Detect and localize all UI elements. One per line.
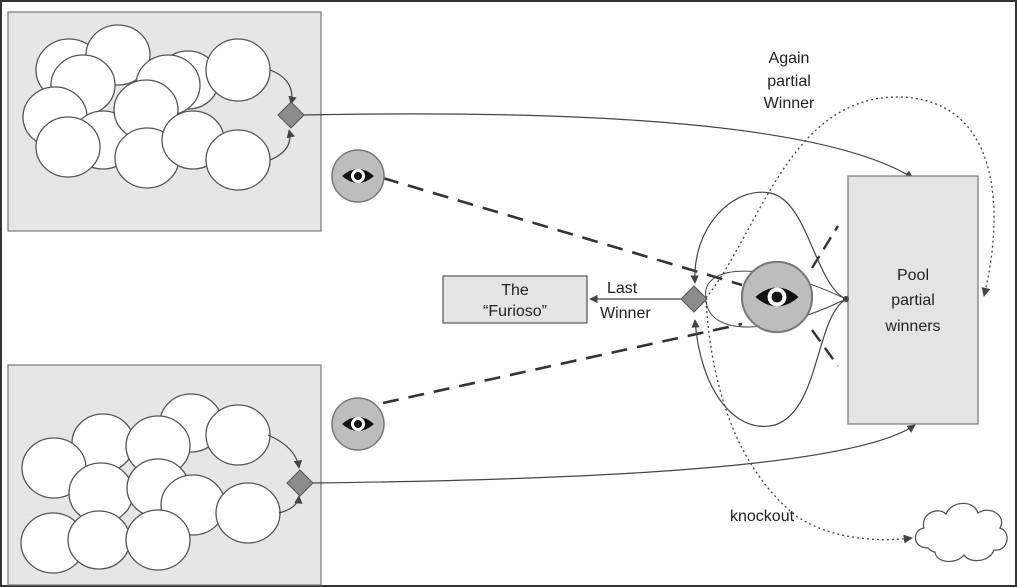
cloud-icon [914,502,1008,563]
eye-icon [740,260,814,334]
center-eye-ray-upper [810,225,840,269]
pool-inner-curve-lower [705,298,847,328]
pool-label-line2: partial [891,292,935,309]
furioso-label-line2: “Furioso” [483,303,547,320]
top-winner-arrow [303,113,914,179]
top-group [7,11,322,232]
knockout-arrow [705,300,913,544]
furioso-label-line1: The [501,282,529,299]
center-eye-ray-lower [811,329,839,367]
bottom-group [7,364,322,586]
pool-loop-lower [691,298,847,427]
again-label-line3: Winner [764,95,815,112]
furioso-box: The “Furioso” [442,275,588,324]
pool-label-line1: Pool [897,267,929,284]
pool-rect [847,175,979,425]
diamond-icon [680,285,708,313]
top-observer-line [382,176,743,287]
pool-label-line3: winners [884,318,940,335]
pool-loop-upper [690,191,847,300]
pool-inner-curve-upper [705,270,847,300]
top-merge-arrow-lower [269,129,295,161]
eye-icon [331,397,385,451]
last-winner-label-line1: Last [607,280,638,297]
furioso-rect [442,275,588,324]
again-label-line2: partial [767,73,811,90]
bottom-merge-arrow-upper [267,434,303,469]
diamond-icon [277,101,305,129]
bottom-merge-arrow-lower [278,495,303,514]
again-label-line1: Again [769,50,810,67]
bottom-winner-arrow [312,424,916,484]
pool-box: Pool partial winners [847,175,979,425]
last-winner-label-line2: Winner [600,305,651,322]
knockout-label: knockout [730,508,795,525]
bottom-observer-line [382,322,743,405]
diamond-icon [286,469,314,497]
eye-icon [331,149,385,203]
bottom-participants [20,393,281,574]
top-merge-arrow-upper [269,69,297,105]
